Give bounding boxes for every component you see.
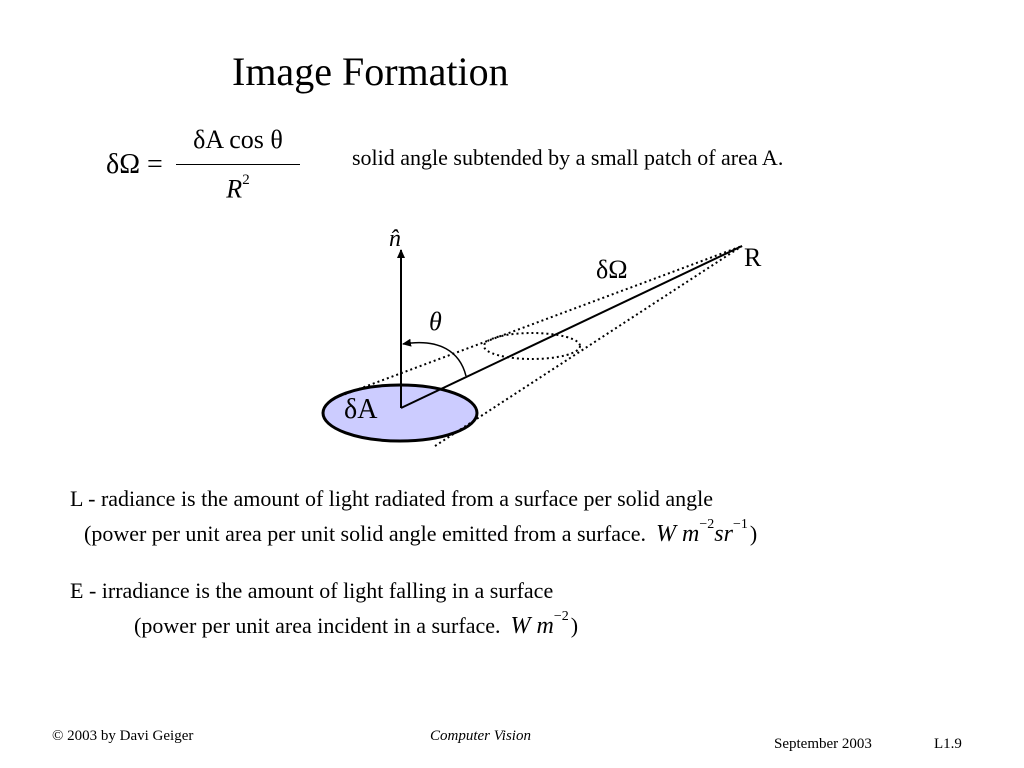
fraction-bar — [176, 164, 300, 165]
unit-m: m — [682, 521, 700, 547]
denominator-exponent: 2 — [242, 172, 250, 188]
normal-label: n̂ — [389, 226, 401, 252]
cone-edge-upper — [339, 245, 743, 397]
solid-angle-diagram: n̂ θ δΩ R δA — [321, 226, 762, 447]
footer-date: September 2003 — [774, 736, 872, 752]
formula-caption: solid angle subtended by a small patch o… — [352, 145, 784, 170]
irradiance-line-1: E - irradiance is the amount of light fa… — [70, 578, 554, 603]
unit-w: W — [656, 521, 676, 547]
formula-fraction: δA cos θ R2 — [176, 122, 300, 207]
denominator-base: R — [226, 174, 243, 204]
footer-copyright: © 2003 by Davi Geiger — [52, 728, 194, 744]
solid-angle-formula: δΩ = δA cos θ R2 — [100, 122, 320, 212]
area-label: δA — [344, 394, 378, 425]
unit-sr-exponent: −1 — [732, 517, 748, 532]
distance-line — [400, 245, 743, 409]
irradiance-line-2: (power per unit area incident in a surfa… — [134, 607, 578, 640]
formula-lhs: δΩ = — [106, 149, 163, 180]
radiance-unit: W m−2sr−1 — [656, 515, 748, 548]
theta-arc — [402, 338, 467, 377]
radiance-line-2: (power per unit area per unit solid angl… — [84, 515, 757, 548]
cone-edge-lower — [434, 245, 743, 447]
formula-numerator: δA cos θ — [193, 125, 283, 154]
radiance-text: (power per unit area per unit solid angl… — [84, 521, 646, 546]
slide-title: Image Formation — [232, 49, 509, 94]
irradiance-text: (power per unit area incident in a surfa… — [134, 613, 501, 638]
unit-m-exponent: −2 — [553, 609, 569, 624]
unit-sr: sr — [714, 521, 733, 547]
unit-w: W — [510, 613, 531, 639]
unit-m: m — [536, 613, 554, 639]
formula-denominator: R2 — [176, 167, 300, 207]
footer-page-number: L1.9 — [934, 736, 962, 752]
irradiance-unit: W m−2 — [511, 607, 569, 640]
solid-angle-label: δΩ — [596, 255, 628, 284]
solid-angle-cross-section — [483, 332, 581, 360]
theta-label: θ — [429, 307, 442, 336]
radiance-line-1: L - radiance is the amount of light radi… — [70, 486, 714, 511]
radiance-close-paren: ) — [749, 521, 758, 546]
footer-course: Computer Vision — [430, 728, 531, 744]
irradiance-close-paren: ) — [570, 613, 579, 638]
distance-label: R — [744, 243, 762, 272]
unit-m-exponent: −2 — [699, 517, 715, 532]
